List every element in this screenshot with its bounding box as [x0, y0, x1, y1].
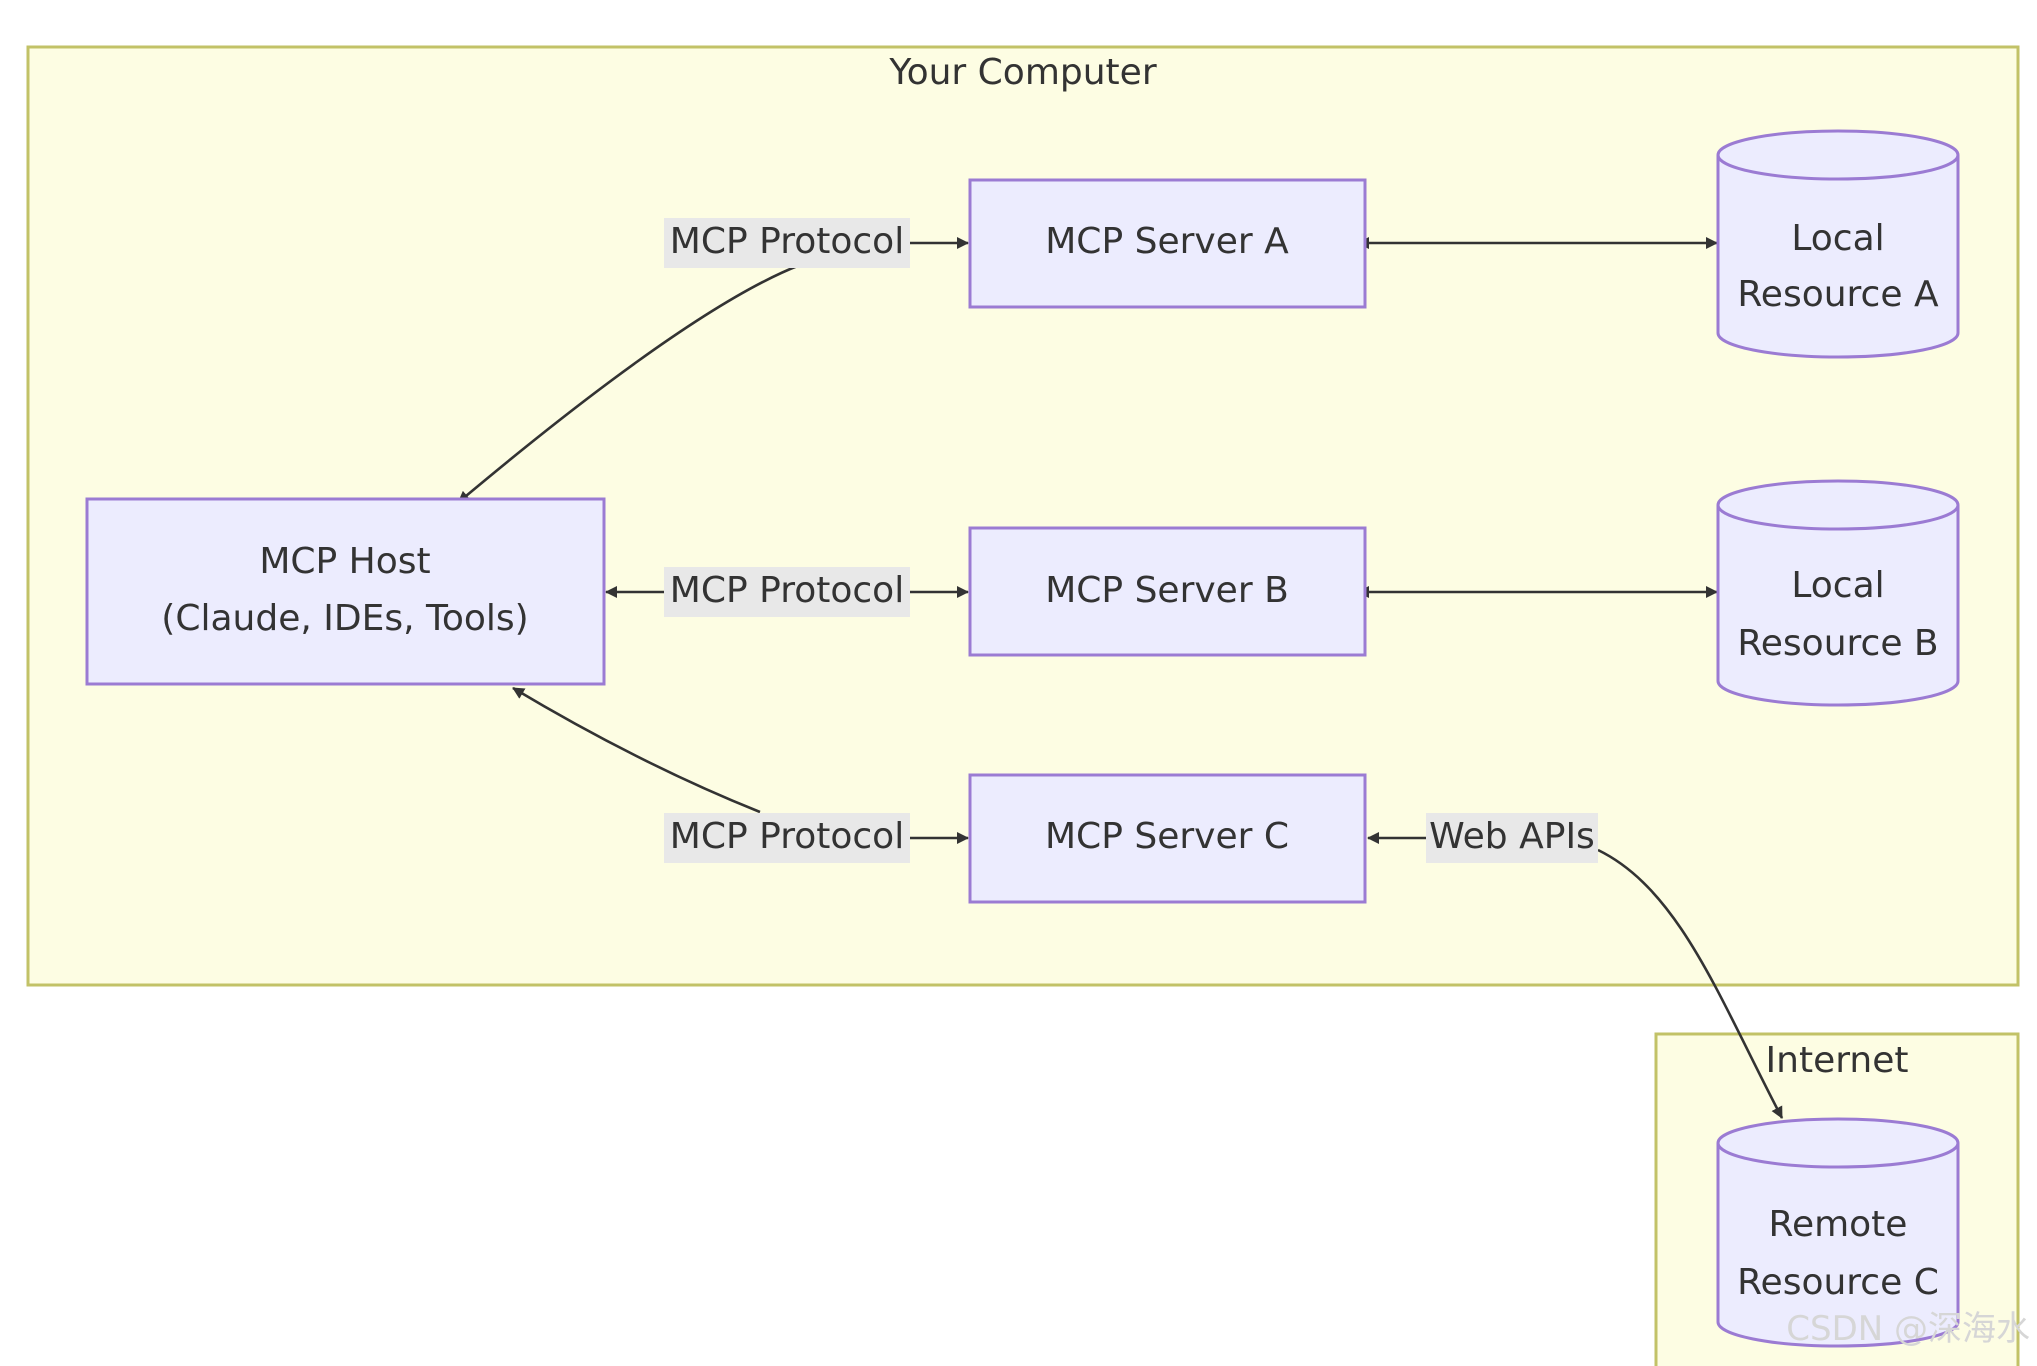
node-mcp-server-c-label: MCP Server C [1045, 816, 1289, 857]
edge-label-bg [1426, 813, 1598, 863]
edge-label-text: Web APIs [1429, 816, 1595, 857]
node-mcp-server-c-box [968, 773, 1367, 904]
edge-host-server-a [457, 237, 846, 504]
database-cylinder-icon [1716, 1117, 1960, 1348]
node-mcp-server-c[interactable]: MCP Server C [968, 773, 1367, 904]
edge-label-bg [664, 567, 910, 617]
edge-label-text: MCP Protocol [670, 221, 904, 262]
edge-label-bg [664, 813, 910, 863]
node-mcp-server-b[interactable]: MCP Server B [968, 526, 1367, 657]
node-mcp-host-box [85, 497, 606, 686]
node-remote-resource-c-line1: Remote [1769, 1204, 1908, 1245]
node-local-resource-a[interactable]: Local Resource A [1716, 129, 1960, 359]
cluster-your-computer-label: Your Computer [888, 52, 1156, 93]
node-mcp-server-b-box [968, 526, 1367, 657]
node-remote-resource-c-line2: Resource C [1737, 1262, 1939, 1303]
edge-label-host-server-b: MCP Protocol [664, 567, 910, 617]
node-local-resource-a-line2: Resource A [1737, 274, 1939, 315]
watermark-text: CSDN @深海水 [1786, 1309, 2030, 1349]
node-local-resource-b-line1: Local [1791, 565, 1884, 606]
node-local-resource-a-line1: Local [1791, 218, 1884, 259]
cylinder-top-rim [1716, 1142, 1960, 1169]
node-mcp-server-b-label: MCP Server B [1045, 570, 1289, 611]
node-mcp-host[interactable]: MCP Host (Claude, IDEs, Tools) [85, 497, 606, 686]
node-mcp-server-a-box [968, 178, 1367, 309]
edge-label-web-apis: Web APIs [1426, 813, 1598, 863]
edge-label-host-server-a: MCP Protocol [664, 218, 910, 268]
node-mcp-server-a-label: MCP Server A [1045, 221, 1289, 262]
edge-web-apis-remote-c [1597, 848, 1784, 1119]
edge-host-server-c [512, 686, 761, 814]
cylinder-top-rim [1716, 504, 1960, 531]
database-cylinder-icon [1716, 479, 1960, 707]
node-local-resource-b-line2: Resource B [1737, 623, 1938, 664]
node-mcp-host-title: MCP Host [259, 541, 430, 582]
cluster-internet-label: Internet [1766, 1040, 1909, 1081]
edge-label-host-server-c: MCP Protocol [664, 813, 910, 863]
node-remote-resource-c[interactable]: Remote Resource C [1716, 1117, 1960, 1348]
cylinder-top-rim [1716, 154, 1960, 181]
edge-label-text: MCP Protocol [670, 570, 904, 611]
edges [457, 237, 1784, 1119]
node-local-resource-b[interactable]: Local Resource B [1716, 479, 1960, 707]
edge-label-text: MCP Protocol [670, 816, 904, 857]
database-cylinder-icon [1716, 129, 1960, 359]
node-mcp-server-a[interactable]: MCP Server A [968, 178, 1367, 309]
edge-label-bg [664, 218, 910, 268]
node-mcp-host-subtitle: (Claude, IDEs, Tools) [161, 598, 528, 639]
